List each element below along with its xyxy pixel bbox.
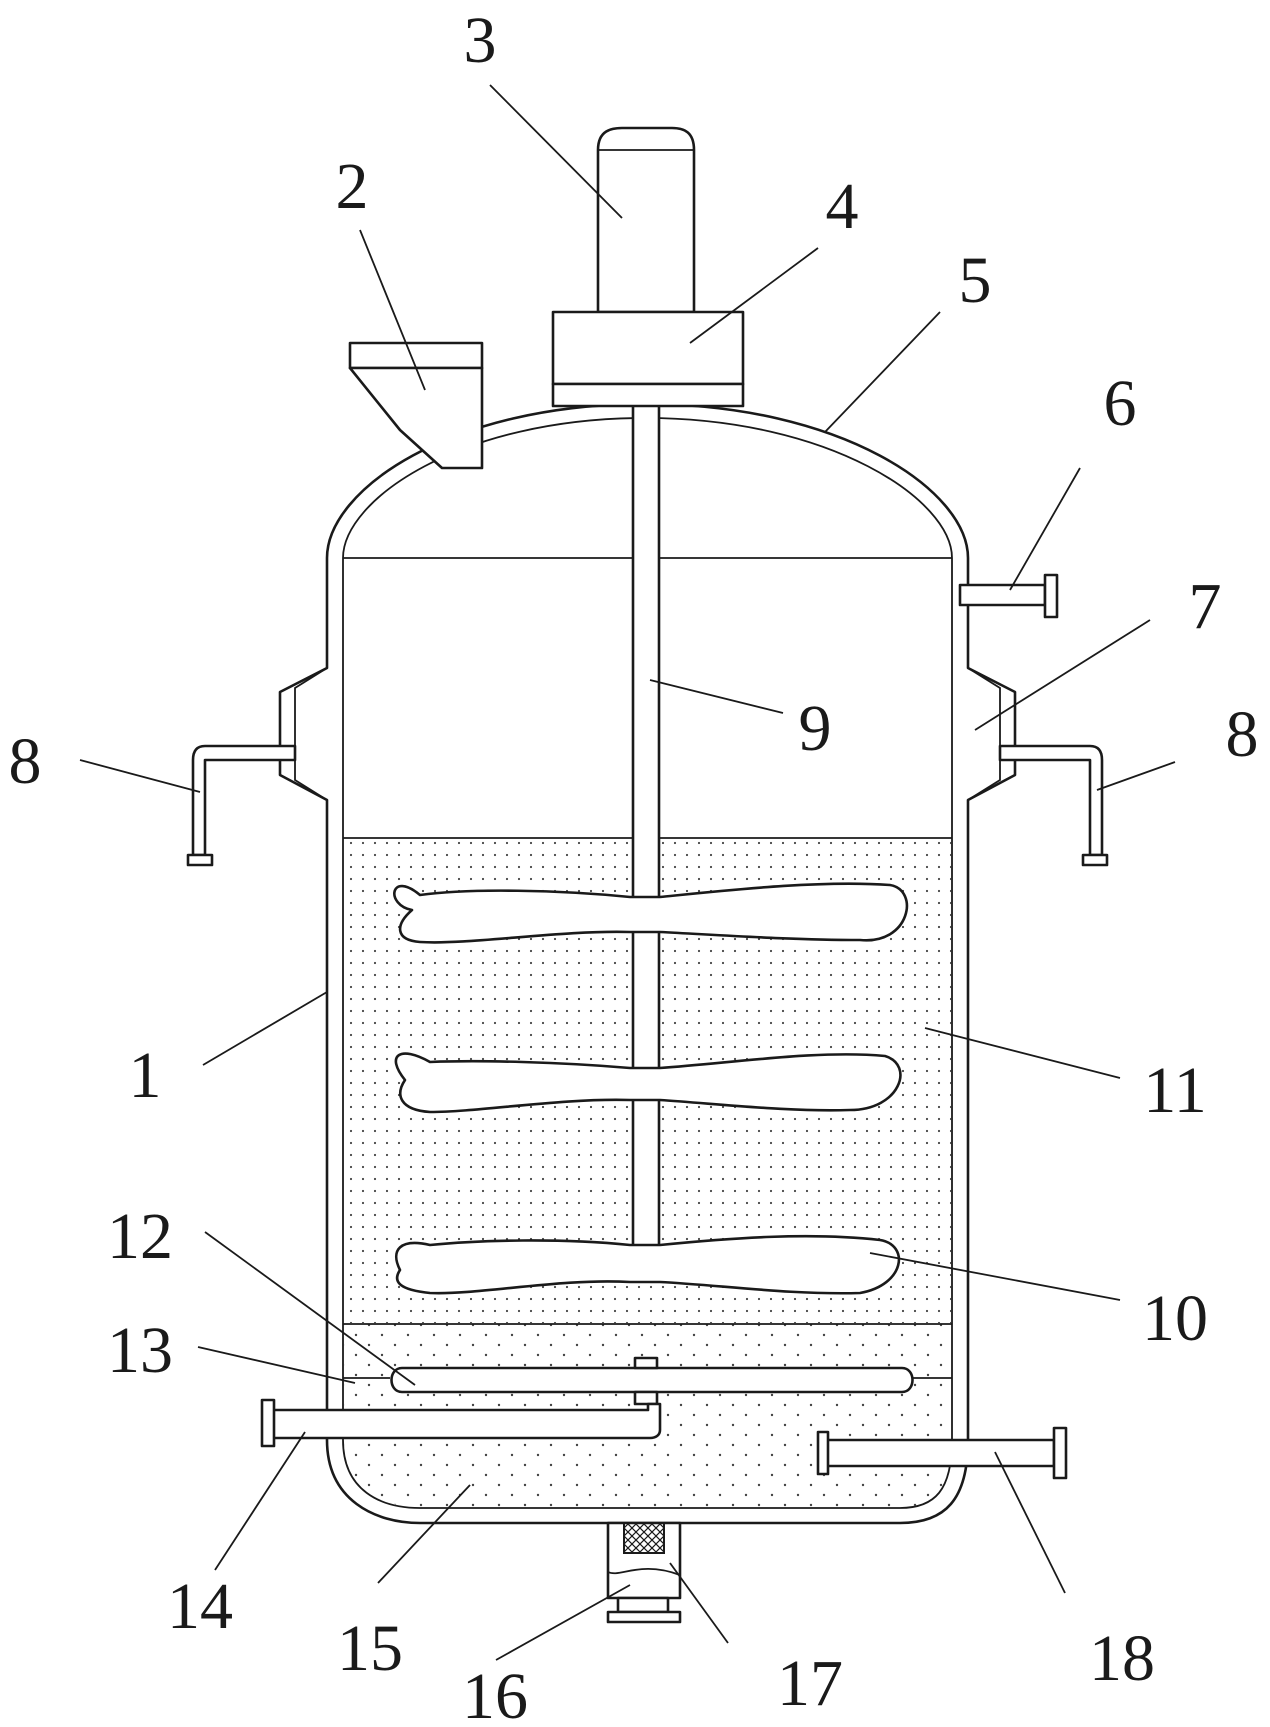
reference-labels: 3 2 4 5 6 7 8 8 9 10 11 1 12 13 14 15 16… [9, 4, 1259, 1727]
label-5: 5 [959, 244, 992, 317]
label-8-right: 8 [1226, 698, 1259, 771]
label-13: 13 [107, 1314, 173, 1387]
label-7: 7 [1189, 570, 1222, 643]
label-4: 4 [826, 170, 859, 243]
label-6: 6 [1104, 367, 1137, 440]
gas-distributor [343, 1356, 952, 1406]
label-17: 17 [777, 1647, 843, 1720]
feed-hopper [348, 341, 484, 470]
outlet-pipe [816, 1426, 1068, 1480]
label-2: 2 [336, 150, 369, 223]
label-14: 14 [167, 1570, 233, 1643]
gear-reducer [551, 310, 745, 408]
label-10: 10 [1142, 1282, 1208, 1355]
heating-jacket [294, 667, 1001, 801]
stirring-paddles [393, 882, 908, 1295]
label-12: 12 [107, 1200, 173, 1273]
label-18: 18 [1089, 1622, 1155, 1695]
motor [596, 126, 696, 314]
label-11: 11 [1143, 1054, 1207, 1127]
top-outlet-pipe [958, 573, 1059, 619]
inlet-pipe [260, 1398, 662, 1448]
label-1: 1 [129, 1039, 162, 1112]
leader-lines [79, 84, 1176, 1661]
label-8-left: 8 [9, 725, 42, 798]
jacket-pipe-left [186, 744, 297, 867]
bottom-discharge [606, 1521, 682, 1624]
jacket-pipe-right [998, 744, 1109, 867]
label-15: 15 [337, 1612, 403, 1685]
label-9: 9 [799, 692, 832, 765]
label-16: 16 [462, 1660, 528, 1727]
label-3: 3 [464, 4, 497, 77]
stirring-shaft [631, 393, 661, 1277]
filter-screen [623, 1522, 665, 1554]
